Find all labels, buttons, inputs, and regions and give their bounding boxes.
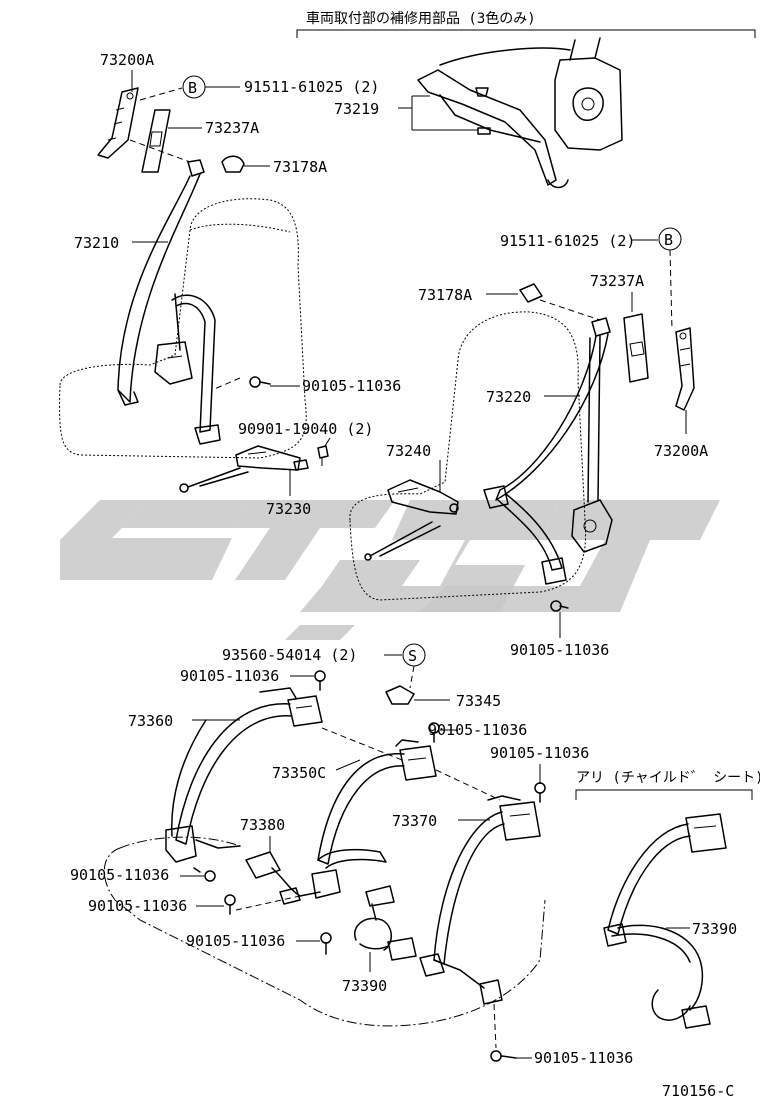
buckle-73240: [364, 479, 459, 561]
dash-bolt-a: [211, 377, 241, 391]
rear-belt-73360: [165, 687, 323, 863]
rear-belt-73370: [419, 795, 541, 1005]
bolt-90105-g: [224, 894, 236, 915]
leader-73350c: [335, 759, 361, 771]
dash-73360-to-73350c: [321, 727, 403, 761]
rear-seat-outline: [103, 836, 546, 1027]
ref-b-mid: B: [664, 231, 673, 249]
cover-73237a-top: [141, 109, 171, 173]
shoulder-anchor-73200a-top: [97, 87, 139, 159]
dash-b-mid: [669, 249, 673, 331]
child-seat-jp-text: アリ (チャイルド゛ シート): [576, 770, 760, 786]
label-73390-right: 73390: [692, 920, 737, 938]
bolt-90105-c: [314, 670, 326, 691]
buckle-73380: [245, 851, 341, 905]
rear-belt-73350c: [317, 739, 437, 869]
dash-cap-mid: [539, 299, 601, 321]
child-seat-belt-73390: [603, 813, 727, 1029]
seat-belt-73220: [483, 317, 613, 585]
diagram-code: 710156-C: [662, 1082, 734, 1100]
label-73219: 73219: [334, 100, 379, 118]
child-seat-bracket: [575, 789, 753, 800]
label-73390-bottom: 73390: [342, 977, 387, 995]
bolt-90105-f: [193, 867, 216, 882]
label-90105-a: 90105-11036: [302, 377, 401, 395]
label-73210: 73210: [74, 234, 119, 252]
label-73350c: 73350C: [272, 764, 326, 782]
vehicle-mount-inset-drawing: [417, 37, 623, 189]
leader-90901: [324, 437, 331, 447]
buckle-73390-bottom: [353, 885, 417, 961]
ref-b-top: B: [188, 79, 197, 97]
label-73237a-mid: 73237A: [590, 272, 644, 290]
leader-73219: [398, 95, 478, 131]
label-90901: 90901-19040 (2): [238, 420, 373, 438]
label-90105-g: 90105-11036: [88, 897, 187, 915]
shoulder-anchor-73200a-mid: [675, 327, 695, 411]
cap-73178a-mid: [519, 283, 543, 303]
dash-s: [409, 665, 415, 689]
label-73240: 73240: [386, 442, 431, 460]
ref-s: S: [408, 647, 417, 665]
label-73345: 73345: [456, 692, 501, 710]
bolt-90105-h: [320, 932, 332, 955]
cover-73237a-mid: [623, 313, 649, 383]
label-93560: 93560-54014 (2): [222, 646, 357, 664]
plate-73345: [385, 685, 415, 705]
dash-bolt-g: [235, 895, 301, 911]
header-bracket-line: [296, 29, 756, 38]
bolt-90105-i: [490, 1050, 517, 1062]
label-73200a-mid: 73200A: [654, 442, 708, 460]
label-90105-b: 90105-11036: [510, 641, 609, 659]
label-91511-mid: 91511-61025 (2): [500, 232, 635, 250]
label-73200a-top: 73200A: [100, 51, 154, 69]
bolt-90105-d: [428, 722, 440, 743]
label-73360: 73360: [128, 712, 173, 730]
label-73370: 73370: [392, 812, 437, 830]
dash-bolt-i: [493, 1003, 497, 1049]
bolt-90105-a: [249, 376, 271, 388]
label-90105-i: 90105-11036: [534, 1049, 633, 1067]
seat-belt-73210: [117, 159, 221, 445]
label-91511-top: 91511-61025 (2): [244, 78, 379, 96]
dash-anchor-to-guide: [129, 139, 191, 163]
label-73178a-mid: 73178A: [418, 286, 472, 304]
header-jp-text: 車両取付部の補修用部品 (3色のみ): [306, 10, 536, 27]
label-90105-e: 90105-11036: [490, 744, 589, 762]
watermark-logo: [60, 500, 720, 640]
bolt-90105-e: [534, 782, 546, 803]
clip-90901: [317, 445, 329, 466]
label-73380: 73380: [240, 816, 285, 834]
label-90105-f: 90105-11036: [70, 866, 169, 884]
buckle-73230: [179, 445, 309, 493]
label-90105-d: 90105-11036: [428, 721, 527, 739]
front-seat-left-outline: [59, 198, 307, 459]
dash-b-top: [139, 87, 183, 101]
dash-73350c-to-73370: [435, 769, 501, 801]
front-seat-right-outline: [349, 311, 587, 601]
label-90105-h: 90105-11036: [186, 932, 285, 950]
cap-73178a-top: [221, 155, 245, 173]
label-73178a-top: 73178A: [273, 158, 327, 176]
label-73220: 73220: [486, 388, 531, 406]
label-73230: 73230: [266, 500, 311, 518]
label-90105-c: 90105-11036: [180, 667, 279, 685]
label-73237a-top: 73237A: [205, 119, 259, 137]
bolt-90105-b: [550, 600, 569, 612]
